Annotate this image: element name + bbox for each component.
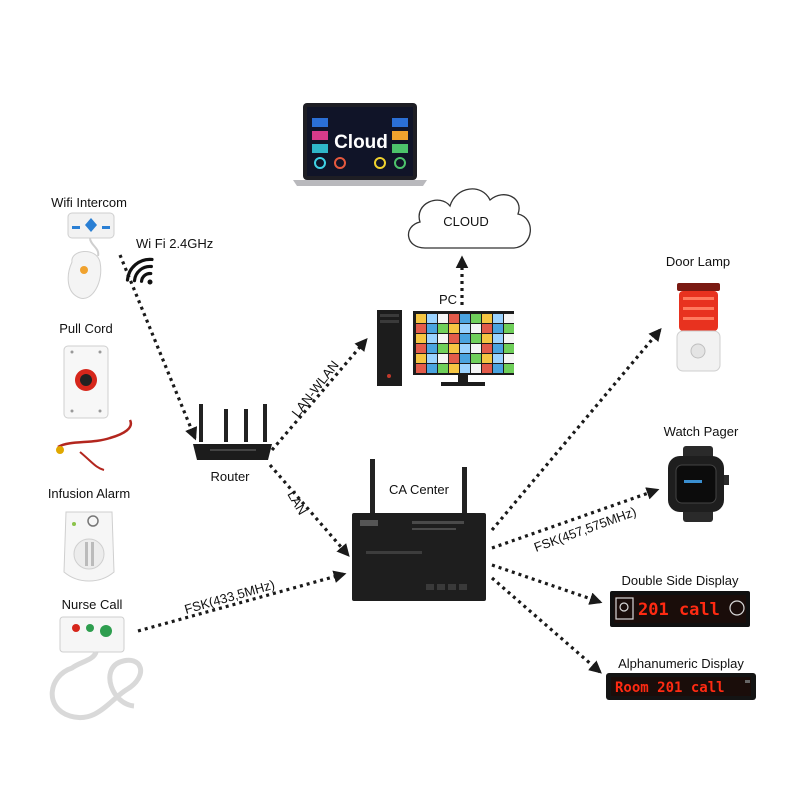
monitor-tile — [449, 364, 459, 373]
monitor-tile — [493, 314, 503, 323]
cloud-laptop-title: Cloud — [334, 132, 388, 153]
wifi-intercom-device — [67, 212, 115, 299]
router-label: Router — [210, 469, 250, 484]
monitor-tile — [482, 334, 492, 343]
monitor-tile — [449, 344, 459, 353]
monitor-tile — [460, 364, 470, 373]
dashboard-screen-graphics — [312, 118, 408, 169]
connection-links — [118, 254, 662, 674]
monitor-tile — [427, 344, 437, 353]
monitor-tile — [493, 364, 503, 373]
cloud-shape: CLOUD — [407, 188, 531, 249]
cloud-label: CLOUD — [443, 214, 489, 229]
nurse-call-label: Nurse Call — [62, 597, 123, 612]
nurse-call-device — [49, 616, 144, 721]
monitor-tile — [471, 314, 481, 323]
monitor-tile — [449, 334, 459, 343]
monitor-tile — [504, 354, 514, 363]
monitor-tile — [416, 334, 426, 343]
monitor-tile — [460, 344, 470, 353]
wifi-link-label: Wi Fi 2.4GHz — [136, 236, 213, 251]
double-side-display-device: 201 call — [610, 591, 750, 627]
monitor-tile — [427, 364, 437, 373]
router-device — [193, 404, 272, 460]
lan-link-label: LAN — [284, 488, 310, 517]
watch-pager-device — [668, 446, 729, 522]
monitor-tile — [482, 344, 492, 353]
monitor-tile — [416, 344, 426, 353]
cloud-laptop: Cloud — [293, 103, 427, 186]
monitor-tile — [438, 334, 448, 343]
alphanumeric-display-label: Alphanumeric Display — [618, 656, 744, 671]
monitor-tile — [504, 364, 514, 373]
pull-cord-device — [56, 345, 133, 471]
monitor-tile — [471, 364, 481, 373]
lan-wlan-link-label: LAN-WLAN — [289, 358, 342, 420]
monitor-tile — [460, 324, 470, 333]
monitor-tile — [438, 364, 448, 373]
monitor-tile-grid — [416, 314, 514, 373]
monitor-tile — [482, 354, 492, 363]
alphanumeric-display-device: Room 201 call — [606, 673, 756, 700]
monitor-tile — [460, 334, 470, 343]
monitor-tile — [449, 354, 459, 363]
monitor-tile — [504, 314, 514, 323]
pc-tower — [377, 310, 402, 386]
door-lamp-device — [676, 283, 721, 372]
monitor-tile — [427, 334, 437, 343]
monitor-tile — [449, 314, 459, 323]
monitor-tile — [460, 354, 470, 363]
monitor-tile — [471, 354, 481, 363]
monitor-tile — [438, 324, 448, 333]
link-router-to-ca-center — [268, 463, 350, 557]
link-router-to-pc — [270, 338, 368, 452]
link-ca-to-double-display — [491, 563, 603, 605]
monitor-tile — [493, 334, 503, 343]
monitor-tile — [504, 344, 514, 353]
alphanumeric-display-text: Room 201 call — [615, 680, 725, 696]
monitor-tile — [460, 314, 470, 323]
monitor-tile — [416, 314, 426, 323]
watch-pager-label: Watch Pager — [664, 424, 739, 439]
monitor-tile — [427, 354, 437, 363]
monitor-tile — [504, 324, 514, 333]
infusion-alarm-label: Infusion Alarm — [48, 486, 130, 501]
double-side-display-text: 201 call — [638, 600, 720, 620]
monitor-tile — [493, 344, 503, 353]
monitor-tile — [471, 324, 481, 333]
pc-label: PC — [439, 292, 457, 307]
door-lamp-label: Door Lamp — [666, 254, 730, 269]
monitor-tile — [504, 334, 514, 343]
ca-center-label: CA Center — [389, 482, 450, 497]
link-ca-to-door-lamp — [490, 328, 662, 532]
monitor-tile — [493, 324, 503, 333]
monitor-tile — [438, 344, 448, 353]
pull-cord-label: Pull Cord — [59, 321, 112, 336]
monitor-tile — [416, 354, 426, 363]
monitor-tile — [471, 334, 481, 343]
monitor-tile — [471, 344, 481, 353]
wifi-intercom-label: Wifi Intercom — [51, 195, 127, 210]
link-ca-to-alpha-display — [490, 576, 602, 674]
ca-center-device — [352, 459, 486, 601]
monitor-tile — [493, 354, 503, 363]
monitor-tile — [482, 364, 492, 373]
monitor-tile — [482, 324, 492, 333]
monitor-tile — [482, 314, 492, 323]
link-wifi-to-router — [118, 254, 198, 441]
monitor-tile — [416, 324, 426, 333]
link-nurse-call-to-ca-center — [137, 570, 347, 633]
monitor-tile — [438, 314, 448, 323]
infusion-alarm-device — [63, 511, 115, 582]
monitor-tile — [416, 364, 426, 373]
double-side-display-label: Double Side Display — [621, 573, 739, 588]
wifi-signal-icon — [125, 257, 154, 285]
monitor-tile — [449, 324, 459, 333]
pc-monitor — [413, 311, 514, 386]
monitor-tile — [427, 324, 437, 333]
link-ca-to-watch-pager — [491, 487, 660, 550]
monitor-tile — [427, 314, 437, 323]
monitor-tile — [438, 354, 448, 363]
